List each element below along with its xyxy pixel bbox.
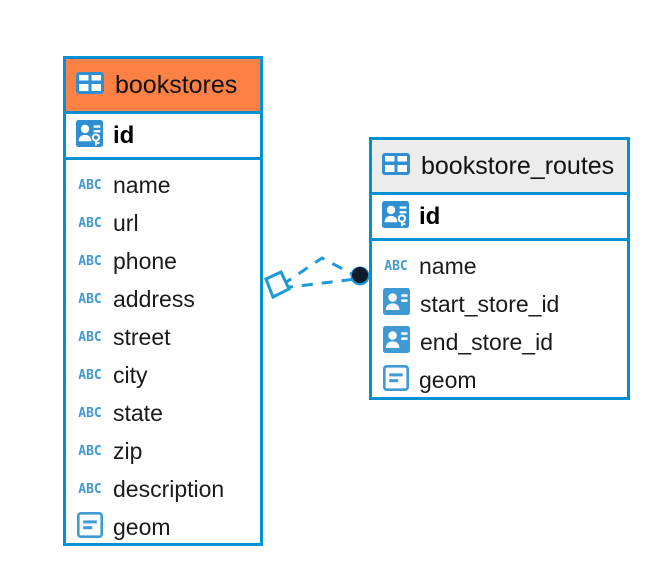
- field-row[interactable]: ABC city: [66, 356, 260, 394]
- primary-key-icon: [76, 119, 103, 152]
- field-row[interactable]: ABC state: [66, 394, 260, 432]
- field-label: name: [113, 171, 171, 198]
- text-type-icon: ABC: [78, 215, 102, 231]
- field-label: zip: [113, 437, 143, 464]
- primary-key-icon: [382, 200, 409, 233]
- field-row[interactable]: ABC zip: [66, 432, 260, 470]
- field-label: geom: [113, 513, 171, 540]
- field-label: state: [113, 399, 163, 426]
- entity-bookstore-routes-title: bookstore_routes: [421, 151, 615, 180]
- field-label: city: [113, 361, 148, 388]
- entity-bookstore-routes-primary-key-row[interactable]: id: [372, 192, 627, 241]
- field-row[interactable]: ABC street: [66, 318, 260, 356]
- field-row[interactable]: ABC phone: [66, 242, 260, 280]
- foreign-key-icon: [383, 288, 410, 320]
- text-type-icon: ABC: [78, 405, 102, 421]
- entity-bookstore-routes[interactable]: bookstore_routes id ABC: [369, 137, 630, 400]
- relationship-branch-end-store: [281, 277, 357, 290]
- text-type-icon: ABC: [78, 329, 102, 345]
- foreign-key-icon: [383, 326, 410, 358]
- diamond-marker: [264, 270, 291, 300]
- geometry-type-icon: [76, 511, 103, 543]
- field-label: address: [113, 285, 195, 312]
- field-row[interactable]: start_store_id: [372, 285, 627, 323]
- field-row[interactable]: ABC name: [66, 166, 260, 204]
- text-type-icon: ABC: [78, 367, 102, 383]
- entity-bookstores-field-list: ABC name ABC url ABC phone ABC: [66, 160, 260, 554]
- entity-bookstore-routes-primary-key-label: id: [419, 202, 441, 230]
- entity-bookstores-primary-key-row[interactable]: id: [66, 111, 260, 160]
- field-row[interactable]: geom: [372, 361, 627, 399]
- field-label: start_store_id: [420, 290, 560, 317]
- field-row[interactable]: geom: [66, 508, 260, 546]
- text-type-icon: ABC: [78, 177, 102, 193]
- text-type-icon: ABC: [78, 443, 102, 459]
- field-label: phone: [113, 247, 177, 274]
- field-label: street: [113, 323, 171, 350]
- text-type-icon: ABC: [384, 258, 408, 274]
- field-label: name: [419, 252, 477, 279]
- text-type-icon: ABC: [78, 291, 102, 307]
- entity-bookstores-header[interactable]: bookstores: [66, 59, 260, 111]
- entity-bookstores-title: bookstores: [115, 70, 238, 99]
- relationship-branch-start-store: [281, 256, 357, 287]
- field-row[interactable]: ABC address: [66, 280, 260, 318]
- entity-bookstores-primary-key-label: id: [113, 121, 135, 149]
- entity-bookstore-routes-field-list: ABC name start_store_id: [372, 241, 627, 407]
- filled-circle-marker: [350, 266, 370, 286]
- field-label: end_store_id: [420, 328, 553, 355]
- text-type-icon: ABC: [78, 481, 102, 497]
- field-label: geom: [419, 366, 477, 393]
- table-grid-icon: [76, 71, 104, 99]
- entity-bookstore-routes-header[interactable]: bookstore_routes: [372, 140, 627, 192]
- field-row[interactable]: end_store_id: [372, 323, 627, 361]
- table-grid-icon: [382, 152, 410, 180]
- text-type-icon: ABC: [78, 253, 102, 269]
- field-label: description: [113, 475, 225, 502]
- geometry-type-icon: [382, 364, 409, 396]
- field-row[interactable]: ABC description: [66, 470, 260, 508]
- entity-bookstores[interactable]: bookstores id ABC: [63, 56, 263, 546]
- field-row[interactable]: ABC name: [372, 247, 627, 285]
- field-label: url: [113, 209, 139, 236]
- field-row[interactable]: ABC url: [66, 204, 260, 242]
